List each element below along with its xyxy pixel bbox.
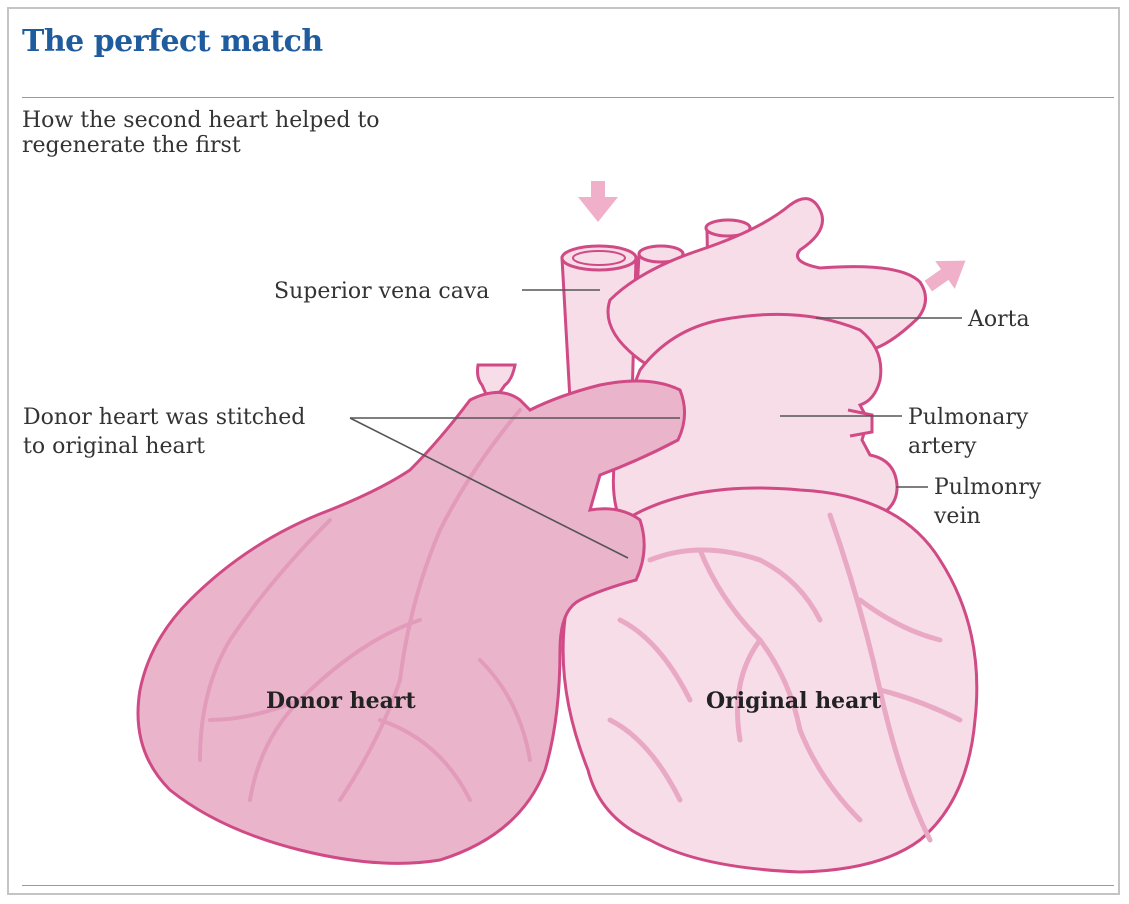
label-superior-vena-cava: Superior vena cava <box>274 279 489 304</box>
label-pulmonary-artery-line1: Pulmonary <box>908 405 1029 430</box>
label-donor-heart: Donor heart <box>266 688 417 714</box>
label-pulmonary-vein-line1: Pulmonry <box>934 475 1042 500</box>
outflow-arrow-icon <box>919 247 975 301</box>
label-original-heart: Original heart <box>706 688 882 714</box>
inflow-arrow-icon <box>578 181 618 222</box>
label-pulmonary-artery-line2: artery <box>908 434 977 459</box>
label-donor-stitched-line2: to original heart <box>23 434 205 459</box>
label-pulmonary-vein-line2: vein <box>933 504 981 529</box>
label-donor-stitched-line1: Donor heart was stitched <box>23 405 305 430</box>
label-aorta: Aorta <box>967 307 1030 332</box>
